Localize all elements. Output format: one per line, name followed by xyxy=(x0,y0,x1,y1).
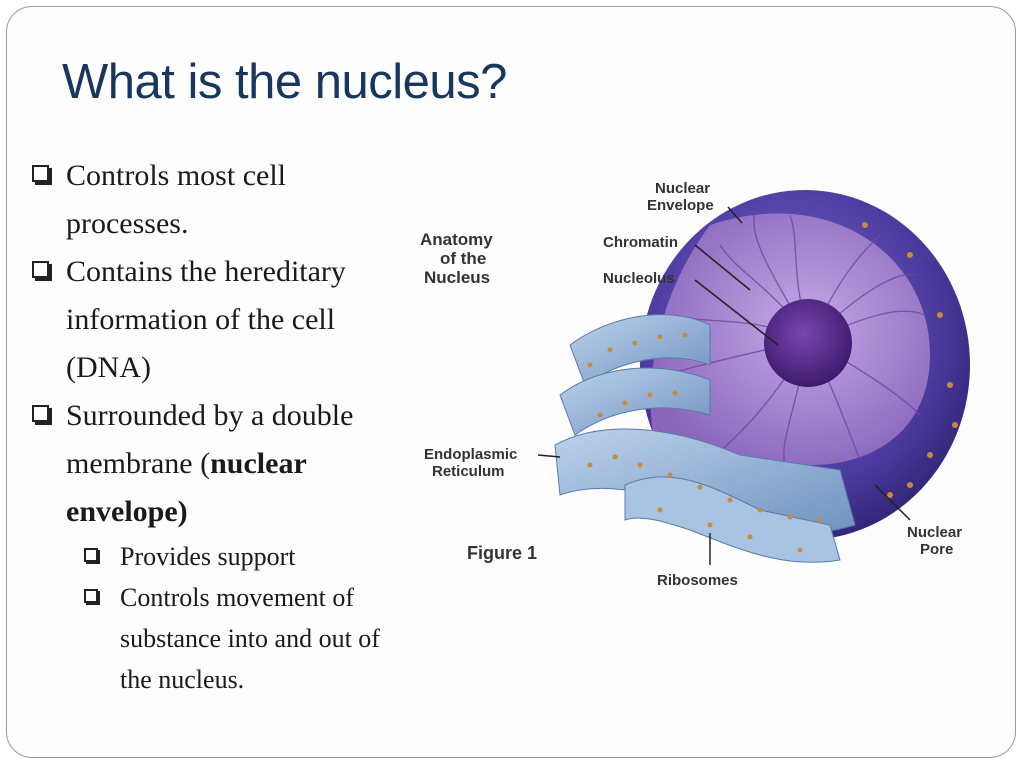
label-endoplasmic-reticulum: Reticulum xyxy=(432,463,505,480)
checkbox-bullet-icon xyxy=(84,589,98,603)
bullet-text: Surrounded by a double membrane ( xyxy=(66,399,354,480)
nucleus-illustration: Anatomy of the Nucleus Nuclear Envelope … xyxy=(420,180,970,589)
bullet-list: Controls most cell processes. Contains t… xyxy=(32,152,412,700)
bullet-text: Contains the hereditary information of t… xyxy=(66,255,346,384)
checkbox-bullet-icon xyxy=(84,548,98,562)
label-pointer-lines xyxy=(537,206,911,565)
label-ribosomes: Ribosomes xyxy=(657,572,738,589)
sub-bullet-text: Controls movement of substance into and … xyxy=(120,583,380,694)
label-nuclear-envelope: Nuclear xyxy=(655,180,710,197)
bullet-item: Contains the hereditary information of t… xyxy=(32,248,412,392)
sub-bullet-item: Provides support xyxy=(84,536,412,577)
bullet-bold-text: nuclear envelope) xyxy=(66,447,307,528)
label-endoplasmic-reticulum: Endoplasmic xyxy=(424,446,517,463)
sub-bullet-item: Controls movement of substance into and … xyxy=(84,577,412,700)
figure-heading: of the xyxy=(440,249,486,268)
nucleolus-shape xyxy=(764,299,852,387)
bullet-item: Controls most cell processes. xyxy=(32,152,412,248)
checkbox-bullet-icon xyxy=(32,405,49,422)
label-nuclear-pore: Pore xyxy=(920,541,953,558)
endoplasmic-reticulum-shape xyxy=(554,314,856,563)
nucleus-anatomy-figure: Anatomy of the Nucleus Nuclear Envelope … xyxy=(410,165,990,605)
figure-heading: Nucleus xyxy=(424,268,490,287)
sub-bullet-list: Provides support Controls movement of su… xyxy=(66,536,412,700)
checkbox-bullet-icon xyxy=(32,261,49,278)
bullet-item: Surrounded by a double membrane (nuclear… xyxy=(32,392,412,700)
sub-bullet-text: Provides support xyxy=(120,542,296,571)
ribosome-dots xyxy=(587,222,958,553)
label-chromatin: Chromatin xyxy=(603,234,678,251)
label-nuclear-envelope: Envelope xyxy=(647,197,714,214)
slide-title: What is the nucleus? xyxy=(62,55,507,109)
figure-heading: Anatomy xyxy=(420,230,493,249)
bullet-text: Controls most cell processes. xyxy=(66,159,286,240)
figure-caption: Figure 1 xyxy=(467,543,537,563)
checkbox-bullet-icon xyxy=(32,165,49,182)
label-nucleolus: Nucleolus xyxy=(603,270,675,287)
label-nuclear-pore: Nuclear xyxy=(907,524,962,541)
